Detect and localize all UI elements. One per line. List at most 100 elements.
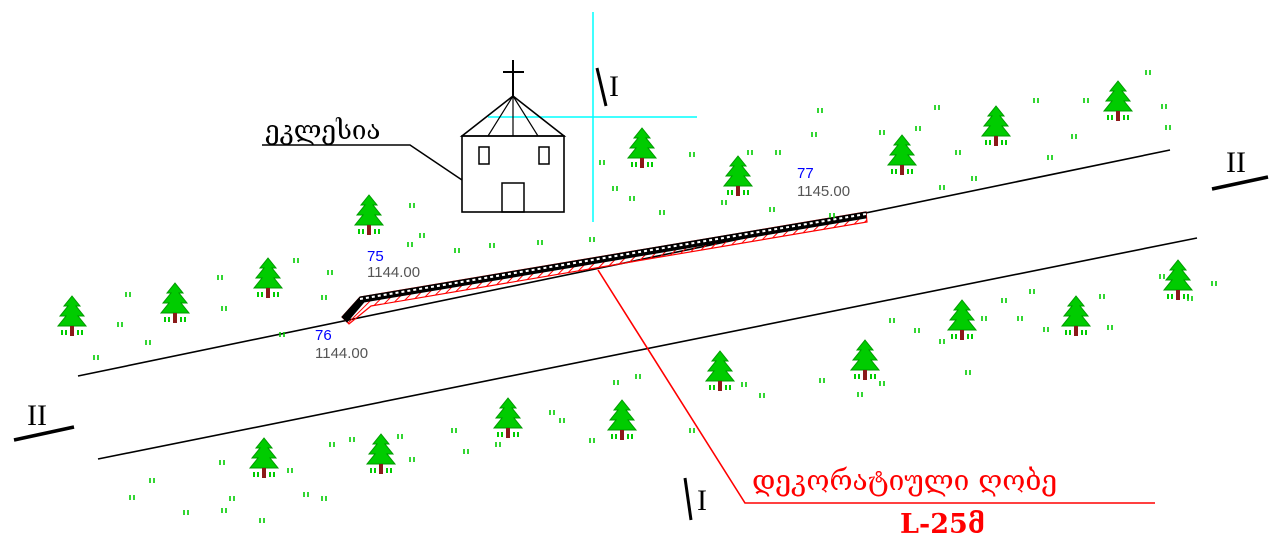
grass-icon xyxy=(747,149,753,156)
grass-icon xyxy=(857,391,863,398)
grass-icon xyxy=(914,327,920,334)
grass-icon xyxy=(321,294,327,301)
grass-icon xyxy=(559,417,565,424)
grass-icon xyxy=(419,232,425,239)
grass-icon xyxy=(409,202,415,209)
grass-icon xyxy=(454,247,460,254)
grass-icon xyxy=(1187,295,1193,302)
point-elev-75: 1144.00 xyxy=(367,264,420,281)
tree-icon xyxy=(1163,259,1193,301)
grass-icon xyxy=(327,269,333,276)
fence-name-label: დეკორატიული ღობე xyxy=(752,464,1057,497)
grass-icon xyxy=(293,257,299,264)
grass-icon xyxy=(219,459,225,466)
grass-icon xyxy=(1017,315,1023,322)
point-elev-76: 1144.00 xyxy=(315,345,368,362)
grass-icon xyxy=(769,206,775,213)
section-I-top-mark xyxy=(595,67,608,107)
grass-icon xyxy=(741,381,747,388)
grass-icon xyxy=(221,305,227,312)
grass-icon xyxy=(117,321,123,328)
decorative-fence xyxy=(341,211,868,325)
grass-icon xyxy=(145,339,151,346)
section-I-bottom-mark xyxy=(683,477,693,521)
tree-icon xyxy=(627,127,657,169)
tree-icon xyxy=(947,299,977,341)
grass-icon xyxy=(287,467,293,474)
point-id-77: 77 xyxy=(797,165,814,182)
point-id-75: 75 xyxy=(367,248,384,265)
grass-icon xyxy=(721,199,727,206)
grass-icon xyxy=(1029,288,1035,295)
grass-icon xyxy=(1033,97,1039,104)
section-I-bottom-label: I xyxy=(697,484,707,517)
tree-icon xyxy=(981,105,1011,147)
church-label: ეკლესია xyxy=(265,116,380,146)
section-II-left-label: II xyxy=(27,399,47,432)
grass-icon xyxy=(1071,133,1077,140)
section-II-right-mark xyxy=(1211,175,1269,191)
grass-icon xyxy=(915,125,921,132)
grass-icon xyxy=(613,379,619,386)
grass-icon xyxy=(817,107,823,114)
point-elev-77: 1145.00 xyxy=(797,183,850,200)
grass-icon xyxy=(183,509,189,516)
trees-group xyxy=(57,80,1193,479)
grass-icon xyxy=(629,195,635,202)
grass-icon xyxy=(934,104,940,111)
grass-icon xyxy=(149,477,155,484)
grass-icon xyxy=(775,149,781,156)
grass-icon xyxy=(1145,69,1151,76)
grass-icon xyxy=(349,436,355,443)
tree-icon xyxy=(705,350,735,392)
tree-icon xyxy=(493,397,523,439)
tree-icon xyxy=(723,155,753,197)
grass-icon xyxy=(259,517,265,524)
grass-icon xyxy=(321,495,327,502)
grass-icon xyxy=(549,409,555,416)
grass-icon xyxy=(489,242,495,249)
section-II-left-mark xyxy=(13,425,75,442)
grass-icon xyxy=(599,159,605,166)
grass-icon xyxy=(221,507,227,514)
grass-icon xyxy=(659,209,665,216)
grass-icon xyxy=(397,433,403,440)
grass-icon xyxy=(1001,297,1007,304)
fence-leader xyxy=(597,269,1155,504)
tree-icon xyxy=(57,295,87,337)
grass-icon xyxy=(303,491,309,498)
section-I-top-label: I xyxy=(609,70,619,103)
grass-icon xyxy=(939,184,945,191)
grass-icon xyxy=(971,175,977,182)
tree-icon xyxy=(366,433,396,475)
grass-icon xyxy=(1107,324,1113,331)
grass-icon xyxy=(1047,154,1053,161)
grass-icon xyxy=(811,131,817,138)
grass-icon xyxy=(889,317,895,324)
grass-icon xyxy=(1099,293,1105,300)
grass-icon xyxy=(1043,326,1049,333)
grass-icon xyxy=(1159,273,1165,280)
tree-icon xyxy=(850,339,880,381)
grass-icon xyxy=(939,338,945,345)
grass-icon xyxy=(635,373,641,380)
grass-icon xyxy=(125,291,131,298)
tree-icon xyxy=(354,194,384,236)
grass-icon xyxy=(981,315,987,322)
tree-icon xyxy=(160,282,190,324)
grass-icon xyxy=(451,427,457,434)
grass-icon xyxy=(93,354,99,361)
church-leader xyxy=(262,144,463,181)
tree-icon xyxy=(1103,80,1133,122)
tree-icon xyxy=(253,257,283,299)
grass-icon xyxy=(409,456,415,463)
point-id-76: 76 xyxy=(315,327,332,344)
grass-icon xyxy=(1165,124,1171,131)
grass-icon xyxy=(879,129,885,136)
grass-icon xyxy=(217,274,223,281)
grass-icon xyxy=(689,427,695,434)
grass-icon xyxy=(129,494,135,501)
section-II-right-label: II xyxy=(1226,146,1246,179)
grass-icon xyxy=(537,239,543,246)
